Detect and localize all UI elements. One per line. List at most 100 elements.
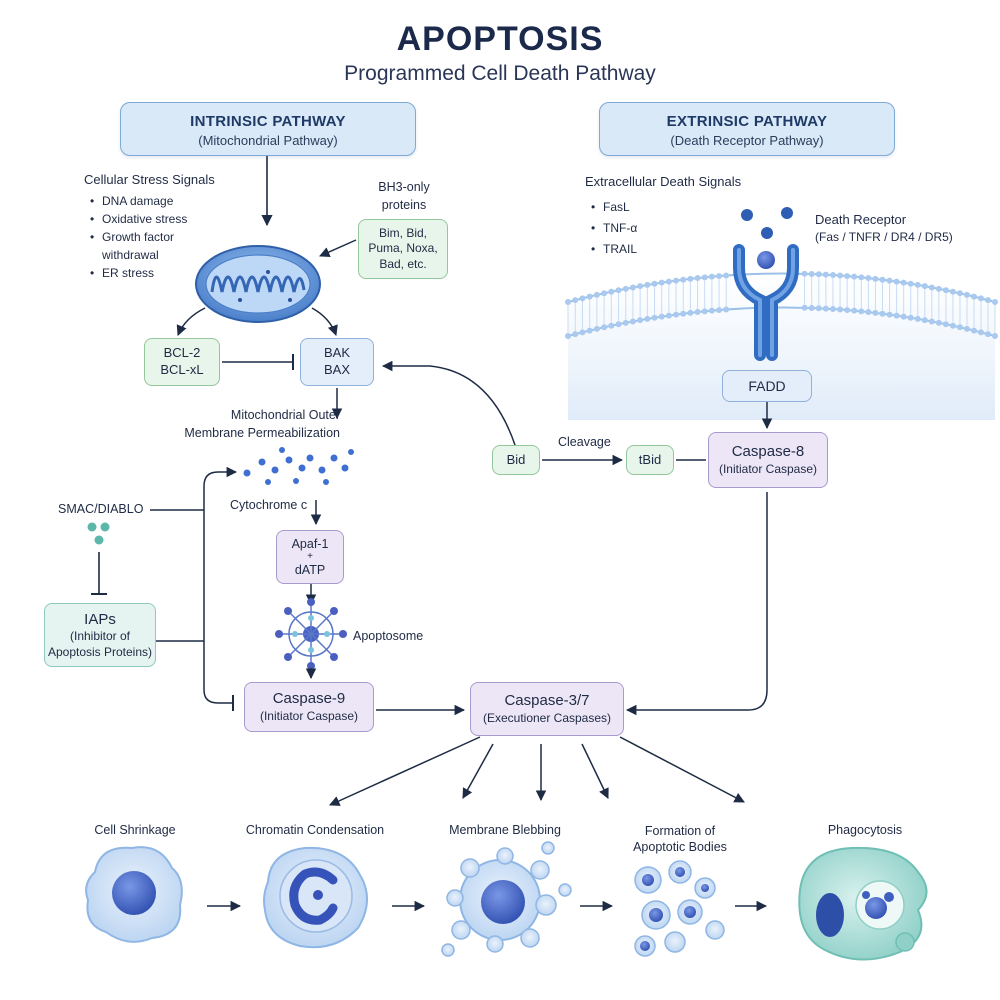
lipid-head xyxy=(921,283,928,290)
stage-label-line: Phagocytosis xyxy=(827,823,903,837)
stage-label-cell-shrinkage: Cell Shrinkage xyxy=(60,823,210,837)
lipid-head xyxy=(801,304,808,311)
lipid-head xyxy=(644,315,651,322)
lipid-head xyxy=(680,310,687,317)
lipid-head xyxy=(822,305,829,312)
page-title: APOPTOSIS xyxy=(396,20,604,58)
lipid-head xyxy=(900,313,907,320)
intrinsic-pathway-title: INTRINSIC PATHWAY xyxy=(190,113,346,130)
stage-chromatin-condensation-illustration xyxy=(263,846,368,949)
lipid-head xyxy=(701,308,708,315)
lipid-head xyxy=(829,306,836,313)
lipid-head xyxy=(601,324,608,331)
lipid-head xyxy=(872,275,879,282)
stage-phagocytosis-illustration xyxy=(798,846,928,961)
lipid-head xyxy=(658,313,665,320)
lipid-head xyxy=(593,291,600,298)
lipid-head xyxy=(579,295,586,302)
momp-line: Membrane Permeabilization xyxy=(184,426,340,441)
lipid-head xyxy=(851,307,858,314)
lipid-head xyxy=(572,297,579,304)
lipid-head xyxy=(963,291,970,298)
caspase-3-7-subtitle: (Executioner Caspases) xyxy=(482,710,612,725)
lipid-head xyxy=(658,279,665,286)
momp-label: Mitochondrial Outer Membrane Permeabiliz… xyxy=(160,406,340,442)
lipid-head xyxy=(837,306,844,313)
lipid-head xyxy=(914,281,921,288)
lipid-head xyxy=(879,310,886,317)
lipid-head xyxy=(872,309,879,316)
stage-membrane-blebbing-illustration xyxy=(441,841,572,957)
signal-item: TRAIL xyxy=(589,239,637,260)
lipid-head xyxy=(977,329,984,336)
lipid-head xyxy=(723,272,730,279)
stress-item-continued: withdrawal xyxy=(102,248,159,262)
apaf1-box: Apaf-1 + dATP xyxy=(276,530,344,584)
lipid-head xyxy=(956,290,963,297)
caspase-8-box: Caspase-8 (Initiator Caspase) xyxy=(708,432,828,488)
lipid-head xyxy=(886,311,893,318)
caspase-9-subtitle: (Initiator Caspase) xyxy=(259,708,359,723)
lipid-head xyxy=(942,287,949,294)
lipid-head xyxy=(893,278,900,285)
lipid-head xyxy=(837,272,844,279)
caspase-9-box: Caspase-9 (Initiator Caspase) xyxy=(244,682,374,732)
lipid-head xyxy=(822,271,829,278)
lipid-head xyxy=(629,284,636,291)
lipid-head xyxy=(694,275,701,282)
bak-line: BAK xyxy=(323,345,350,361)
lipid-head xyxy=(622,319,629,326)
lipid-head xyxy=(907,280,914,287)
lipid-head xyxy=(956,324,963,331)
iaps-box: IAPs (Inhibitor of Apoptosis Proteins) xyxy=(44,603,156,667)
death-receptor-label: Death Receptor xyxy=(815,212,907,227)
lipid-head xyxy=(716,307,723,314)
lipid-head xyxy=(716,273,723,280)
lipid-head xyxy=(608,288,615,295)
lipid-head xyxy=(900,279,907,286)
lipid-head xyxy=(970,293,977,300)
bcl2-box: BCL-2 BCL-xL xyxy=(144,338,220,386)
extracellular-signals-list: FasL TNF-α TRAIL xyxy=(589,197,637,260)
cell-membrane-illustration xyxy=(565,270,998,420)
intrinsic-pathway-header: INTRINSIC PATHWAY (Mitochondrial Pathway… xyxy=(120,102,416,156)
stage-label-line: Chromatin Condensation xyxy=(245,823,385,837)
lipid-head xyxy=(708,273,715,280)
caspase-8-subtitle: (Initiator Caspase) xyxy=(718,461,818,476)
stage-label-phagocytosis: Phagocytosis xyxy=(800,823,930,837)
lipid-head xyxy=(673,311,680,318)
iaps-title: IAPs xyxy=(84,610,116,628)
caspase-3-7-box: Caspase-3/7 (Executioner Caspases) xyxy=(470,682,624,736)
lipid-head xyxy=(673,277,680,284)
extracellular-signals-title: Extracellular Death Signals xyxy=(585,174,742,189)
signal-item: TNF-α xyxy=(589,218,637,239)
lipid-head xyxy=(865,275,872,282)
cytochrome-c-label: Cytochrome c xyxy=(230,498,308,512)
stress-signals-list: DNA damage Oxidative stress Growth facto… xyxy=(88,192,187,282)
bh3-box-line: Puma, Noxa, xyxy=(368,241,438,256)
stress-item: Growth factor xyxy=(88,228,187,246)
cytochrome-c-molecules xyxy=(243,447,354,485)
lipid-head xyxy=(942,321,949,328)
bh3-box-line: Bad, etc. xyxy=(379,256,427,271)
lipid-head xyxy=(921,317,928,324)
lipid-head xyxy=(879,276,886,283)
lipid-head xyxy=(723,306,730,313)
lipid-head xyxy=(665,278,672,285)
lipid-head xyxy=(694,309,701,316)
extrinsic-pathway-title: EXTRINSIC PATHWAY xyxy=(666,113,828,130)
lipid-head xyxy=(858,274,865,281)
caspase-8-title: Caspase-8 xyxy=(731,443,805,461)
lipid-head xyxy=(801,270,808,277)
lipid-head xyxy=(815,305,822,312)
stage-cell-shrinkage-illustration xyxy=(85,846,183,943)
lipid-head xyxy=(687,275,694,282)
lipid-head xyxy=(907,314,914,321)
extrinsic-pathway-subtitle: (Death Receptor Pathway) xyxy=(670,133,824,148)
stress-item: Oxidative stress xyxy=(88,210,187,228)
stress-signals-title: Cellular Stress Signals xyxy=(84,172,215,187)
lipid-head xyxy=(637,317,644,324)
lipid-head xyxy=(680,276,687,283)
